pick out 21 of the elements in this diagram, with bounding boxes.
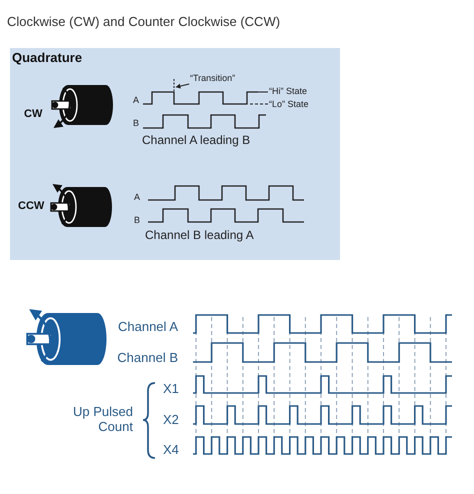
waveform-caption: Channel B leading A xyxy=(145,229,254,241)
channel-label: A xyxy=(133,96,140,105)
leader-line xyxy=(176,84,190,89)
state-label: “Lo” State xyxy=(269,100,309,109)
direction-label: CW xyxy=(24,109,42,120)
group-label: Up Pulsed Count xyxy=(72,404,133,434)
channel-label: A xyxy=(134,193,140,202)
waveform-caption: Channel A leading B xyxy=(142,134,250,146)
panel-heading: Quadrature xyxy=(12,51,82,64)
diagram-title: Clockwise (CW) and Counter Clockwise (CCW) xyxy=(7,15,280,28)
count-label: X4 xyxy=(163,443,179,456)
count-label: X1 xyxy=(163,382,179,395)
channel-label: B xyxy=(134,216,140,225)
state-label: “Hi” State xyxy=(269,87,308,96)
channel-label: Channel B xyxy=(117,351,178,364)
callout-label: “Transition” xyxy=(190,74,236,83)
channel-label: B xyxy=(133,119,140,128)
count-label: X2 xyxy=(163,413,179,426)
direction-label: CCW xyxy=(18,201,44,212)
shaded-panel xyxy=(10,48,340,260)
channel-label: Channel A xyxy=(118,320,178,333)
